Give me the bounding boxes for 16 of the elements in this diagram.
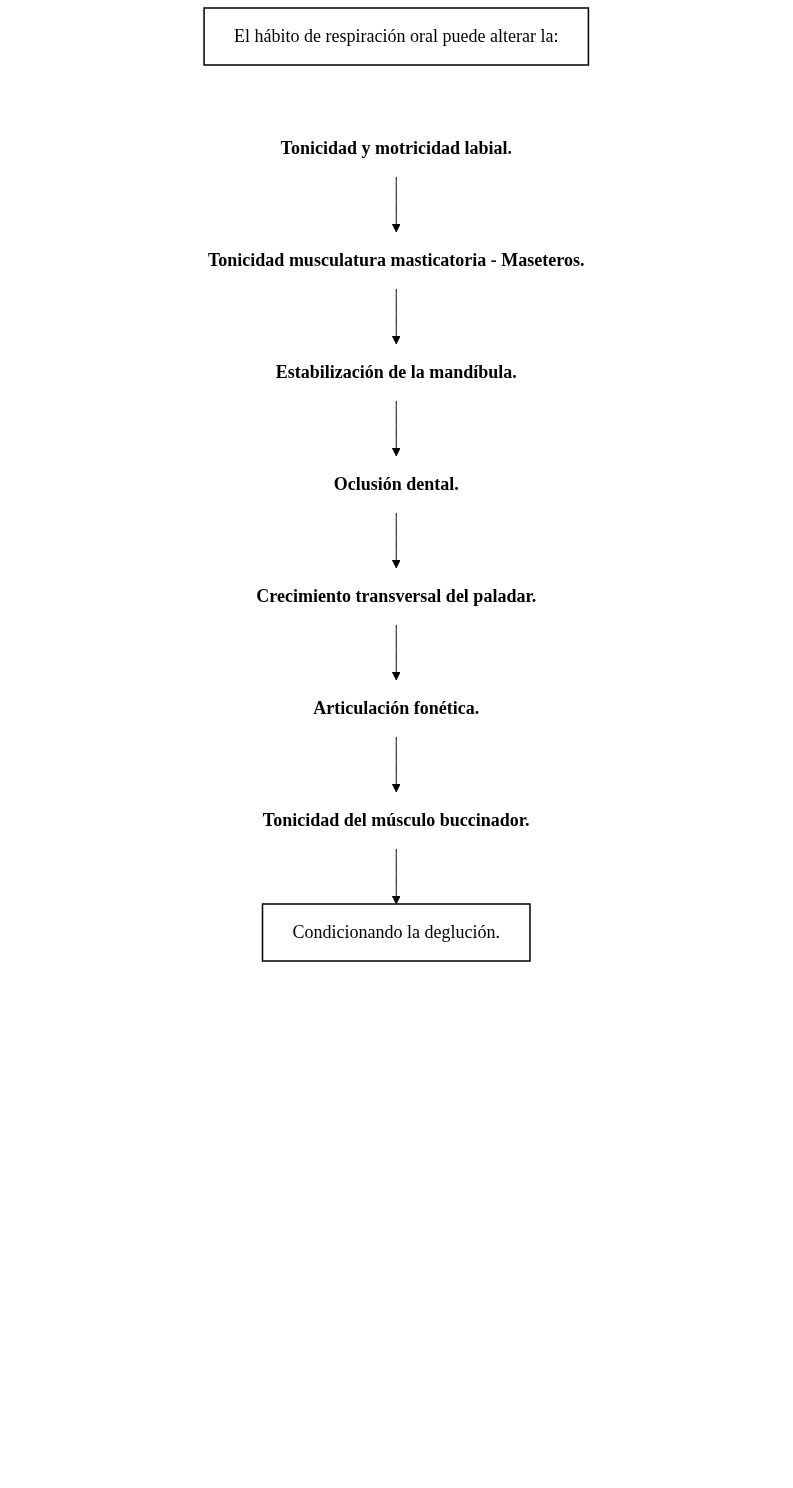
arrow bbox=[392, 400, 401, 457]
node-text: Tonicidad del músculo buccinador. bbox=[263, 810, 530, 830]
node-text: Estabilización de la mandíbula. bbox=[275, 362, 518, 382]
arrow bbox=[392, 736, 401, 793]
node-text: Articulación fonética. bbox=[313, 698, 480, 718]
arrow bbox=[392, 288, 401, 345]
node-box: El hábito de respiración oral puede alterar la: bbox=[203, 7, 590, 66]
node-text: Crecimiento transversal del paladar. bbox=[256, 586, 537, 606]
node-text: Tonicidad y motricidad labial. bbox=[280, 138, 513, 158]
arrow bbox=[392, 512, 401, 569]
node-box: Condicionando la deglución. bbox=[262, 903, 531, 962]
arrow bbox=[392, 176, 401, 233]
node-text: Oclusión dental. bbox=[333, 474, 460, 494]
arrow bbox=[392, 624, 401, 681]
arrow bbox=[392, 848, 401, 905]
node-text: Tonicidad musculatura masticatoria - Maseteros. bbox=[208, 250, 585, 270]
